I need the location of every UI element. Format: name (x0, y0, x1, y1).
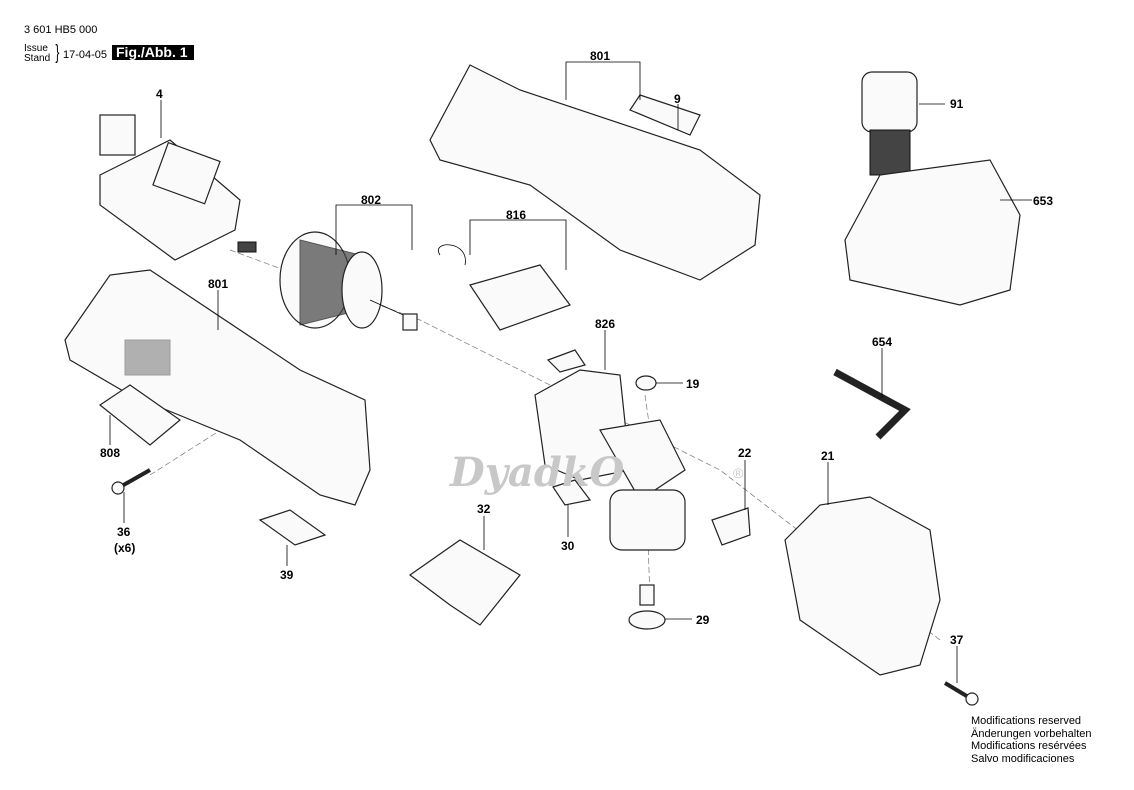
part-21-cover (784, 496, 941, 676)
part-clip (546, 349, 586, 373)
label-19: 19 (686, 377, 700, 391)
part-19-cap (635, 375, 657, 391)
part-36-screw (111, 468, 151, 495)
brace: } (55, 42, 60, 64)
part-39-plate (258, 509, 327, 546)
part-29-clamping-screw (628, 584, 666, 630)
notice-fr: Modifications resérvées (971, 740, 1087, 752)
notice-en: Modifications reserved (971, 715, 1082, 727)
label-816: 816 (506, 208, 526, 222)
label-39: 39 (280, 568, 294, 582)
issue-label: Issue (24, 43, 48, 54)
label-802: 802 (361, 193, 381, 207)
watermark-logo: DyadkO (449, 449, 625, 496)
label-4: 4 (156, 87, 163, 101)
issue-stand-label: Issue Stand (24, 44, 50, 64)
part-654-hex-key (833, 368, 911, 440)
notice-de: Änderungen vorbehalten (971, 727, 1092, 740)
part-91-battery (861, 71, 918, 176)
label-30: 30 (561, 539, 575, 553)
label-826: 826 (595, 317, 615, 331)
watermark-registered: ® (733, 465, 744, 481)
part-32-guard (408, 539, 521, 626)
issue-date: 17-04-05 (63, 49, 108, 61)
label-808: 808 (100, 446, 120, 460)
part-653-charger (844, 159, 1021, 306)
leader-lines (109, 61, 1032, 683)
part-801-housing-top (429, 64, 761, 281)
modifications-notice: Modifications reserved Änderungen vorbeh… (971, 715, 1091, 765)
label-21: 21 (821, 449, 835, 463)
label-654: 654 (872, 335, 892, 349)
part-37-screw (943, 681, 979, 706)
stand-label: Stand (24, 53, 51, 64)
part-4-switch (99, 114, 257, 261)
part-801-housing-left (64, 269, 371, 506)
notice-es: Salvo modificaciones (971, 752, 1075, 765)
figure-label: Fig./Abb. 1 (112, 45, 194, 60)
part-802-motor (279, 231, 418, 331)
part-30-clip (552, 479, 592, 506)
label-29: 29 (696, 613, 710, 627)
label-22: 22 (738, 446, 752, 460)
label-37: 37 (950, 633, 964, 647)
label-91: 91 (950, 97, 964, 111)
part-808-label (98, 384, 181, 446)
label-801-left: 801 (208, 277, 228, 291)
part-826-gear-head (534, 369, 686, 551)
label-36-quantity: (x6) (114, 541, 135, 555)
part-816-board (438, 244, 571, 331)
label-653: 653 (1033, 194, 1053, 208)
label-9: 9 (674, 92, 681, 106)
label-36: 36 (117, 525, 131, 539)
document-number: 3 601 HB5 000 (24, 24, 98, 36)
label-801-top: 801 (590, 49, 610, 63)
label-32: 32 (477, 502, 491, 516)
part-22-latch (711, 507, 751, 546)
